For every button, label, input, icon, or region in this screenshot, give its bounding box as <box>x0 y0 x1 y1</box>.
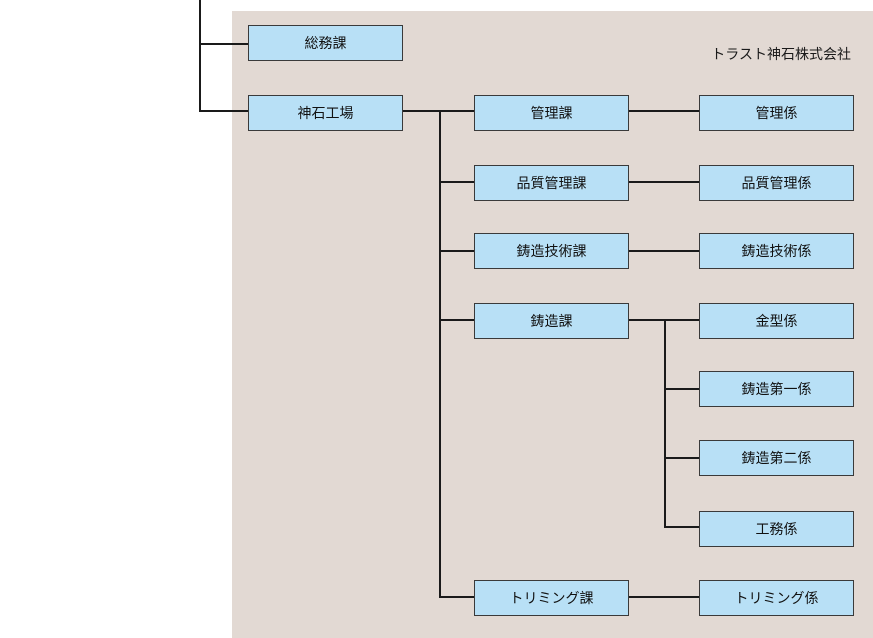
node-kanri-section[interactable]: 管理課 <box>474 95 629 131</box>
connector-komu-unit <box>664 526 700 528</box>
node-chuzo-gijutsu-section[interactable]: 鋳造技術課 <box>474 233 629 269</box>
connector-hinshitsu-unit <box>628 181 700 183</box>
node-chuzo-section[interactable]: 鋳造課 <box>474 303 629 339</box>
connector-to-chuzo-gijutsu-section <box>439 250 474 252</box>
connector-kanri-unit <box>628 110 700 112</box>
connector-chuzo-2-unit <box>664 457 700 459</box>
connector-factory-out <box>402 110 474 112</box>
node-komu-unit[interactable]: 工務係 <box>699 511 854 547</box>
node-general-affairs[interactable]: 総務課 <box>248 25 403 61</box>
company-name: トラスト神石株式会社 <box>711 47 851 63</box>
connector-to-hinshitsu-section <box>439 181 474 183</box>
connector-root-vertical <box>199 0 201 112</box>
connector-root-to-factory <box>199 110 249 112</box>
connector-trimming-unit <box>628 596 700 598</box>
node-trimming-section[interactable]: トリミング課 <box>474 580 629 616</box>
node-trimming-unit[interactable]: トリミング係 <box>699 580 854 616</box>
connector-to-chuzo-section <box>439 319 474 321</box>
connector-chuzo-vertical <box>664 319 666 528</box>
node-jinseki-factory[interactable]: 神石工場 <box>248 95 403 131</box>
node-hinshitsu-kanri-section[interactable]: 品質管理課 <box>474 165 629 201</box>
connector-chuzo-gijutsu-unit <box>628 250 700 252</box>
node-chuzo-2-unit[interactable]: 鋳造第二係 <box>699 440 854 476</box>
node-chuzo-gijutsu-unit[interactable]: 鋳造技術係 <box>699 233 854 269</box>
node-hinshitsu-kanri-unit[interactable]: 品質管理係 <box>699 165 854 201</box>
connector-to-trimming-section <box>439 596 474 598</box>
connector-root-to-general-affairs <box>199 43 249 45</box>
connector-factory-vertical <box>439 110 441 598</box>
node-chuzo-1-unit[interactable]: 鋳造第一係 <box>699 371 854 407</box>
node-kanagata-unit[interactable]: 金型係 <box>699 303 854 339</box>
connector-chuzo-1-unit <box>664 388 700 390</box>
node-kanri-unit[interactable]: 管理係 <box>699 95 854 131</box>
